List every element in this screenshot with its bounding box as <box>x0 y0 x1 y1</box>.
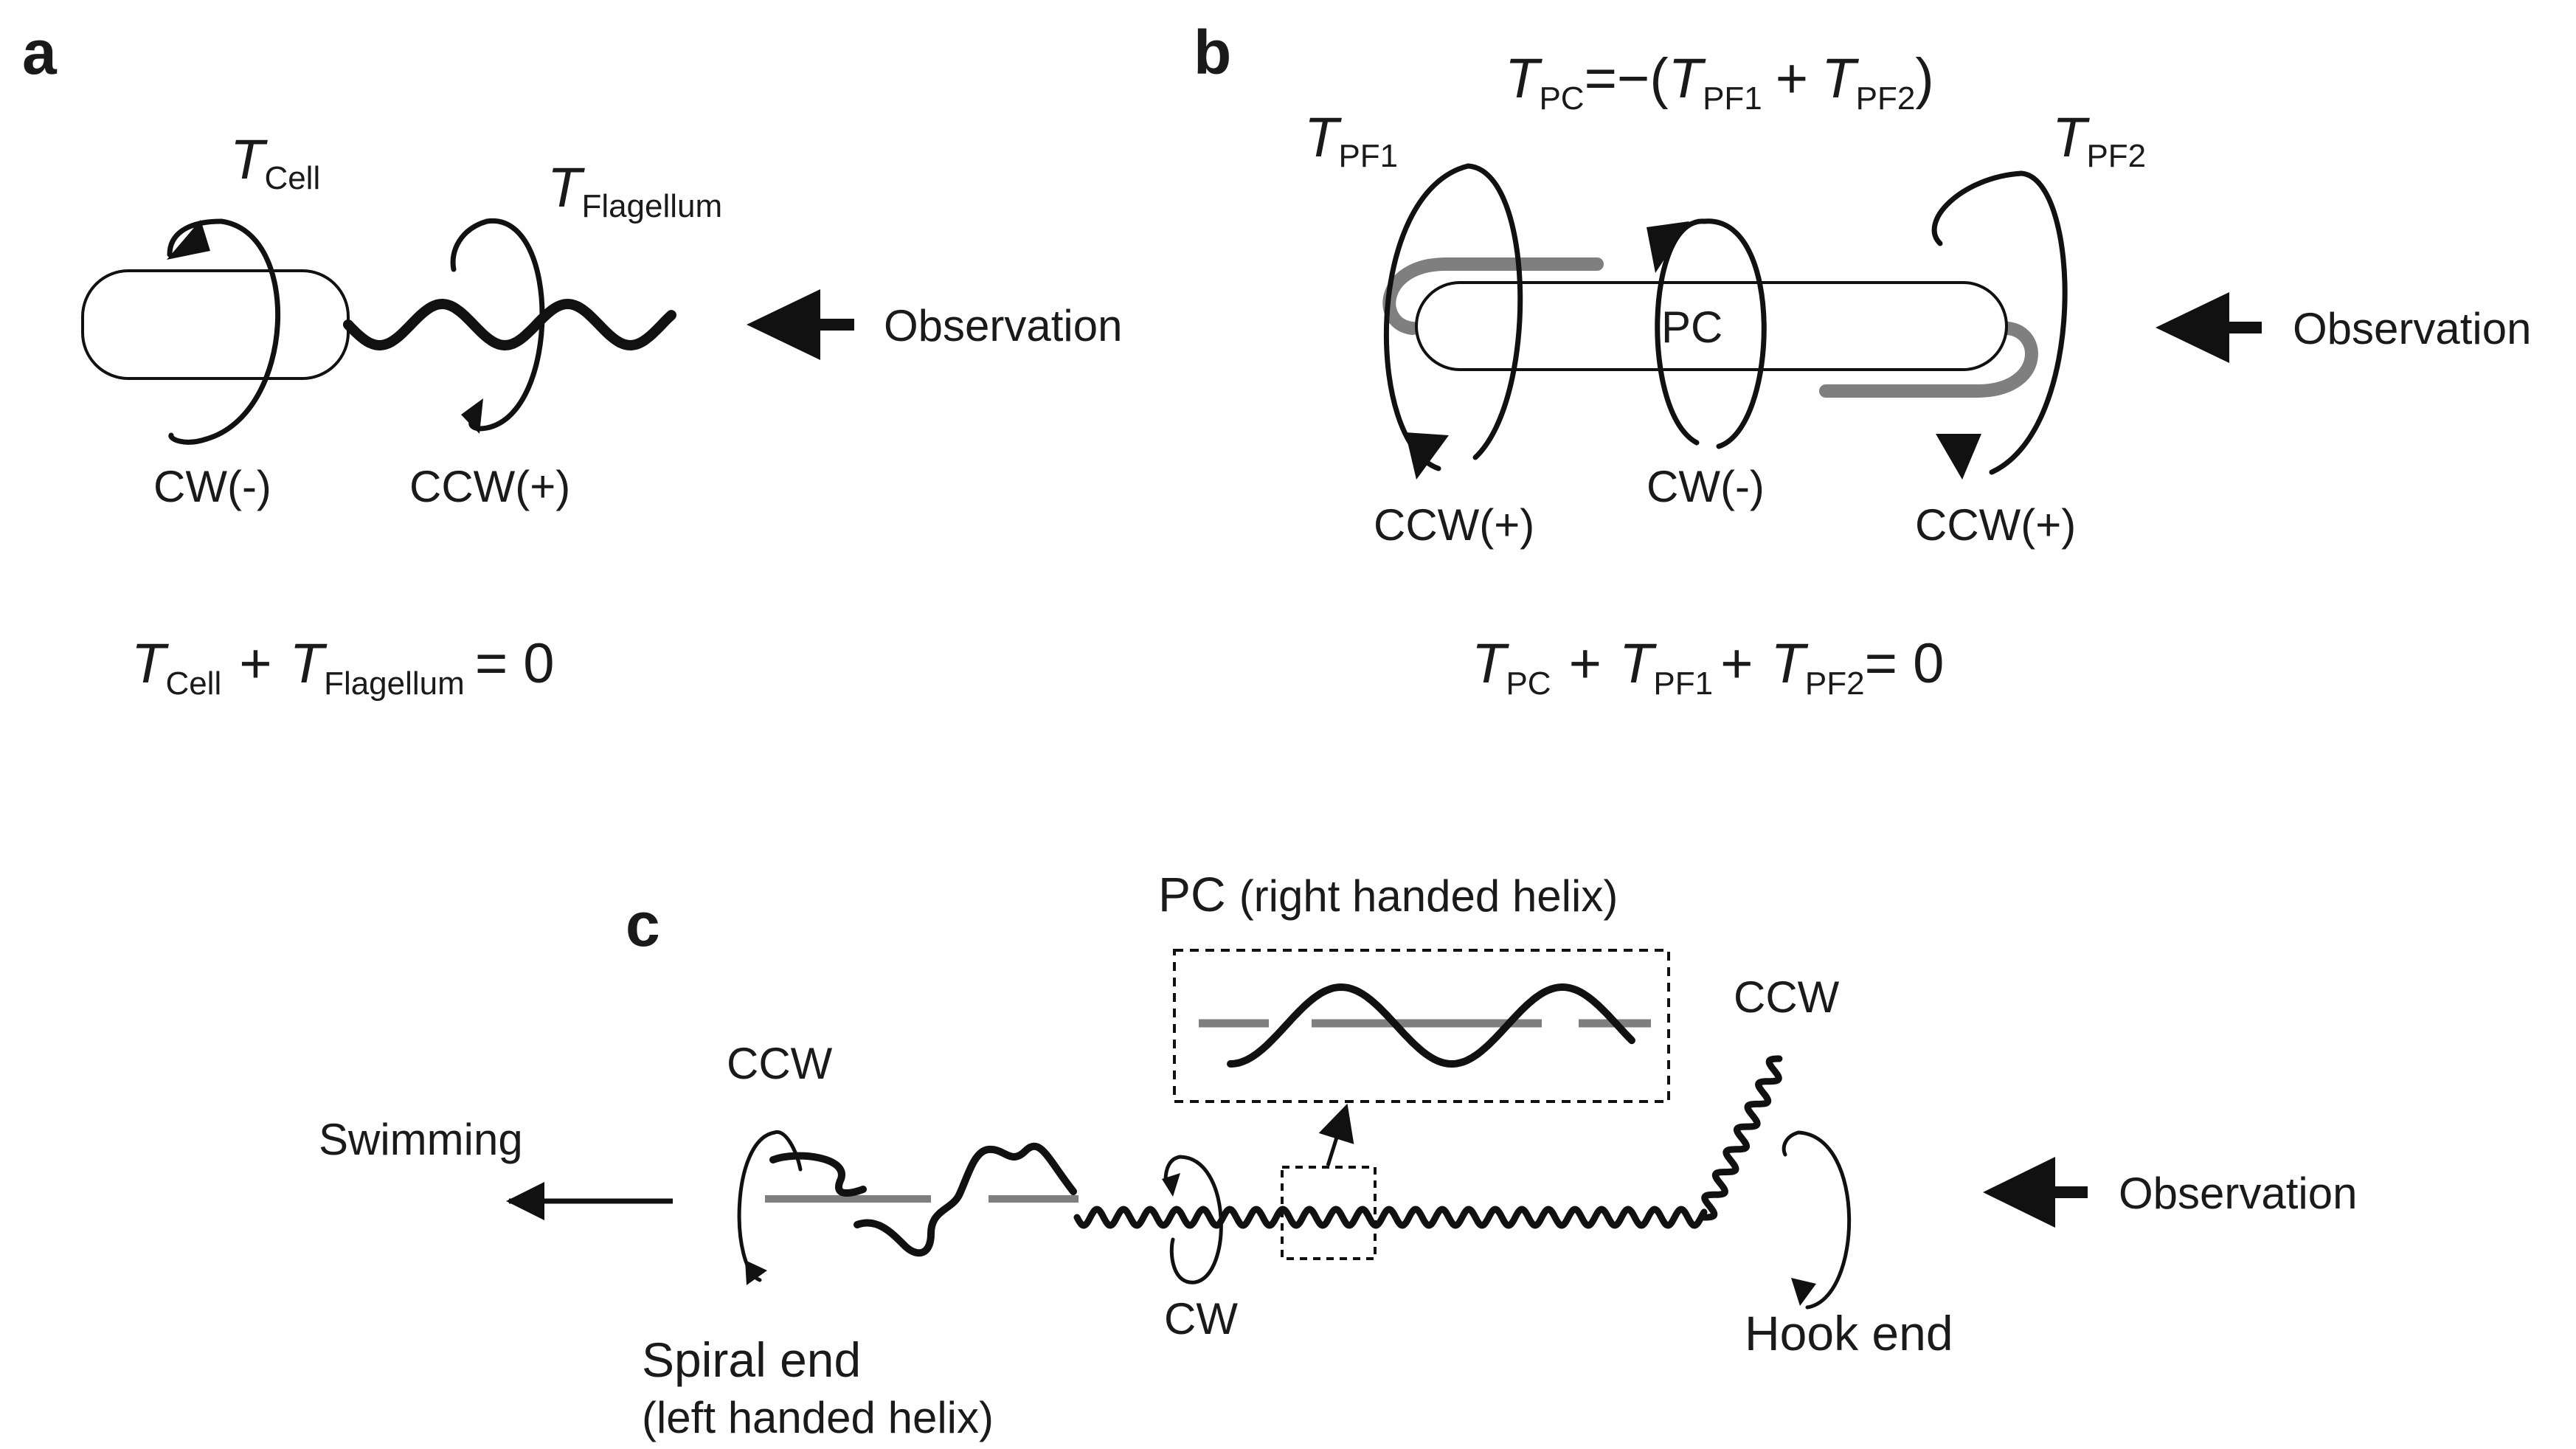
panel-c-letter: c <box>626 890 660 959</box>
tpf1-label: TPF1 <box>1304 106 1398 174</box>
panel-a-letter: a <box>22 18 58 87</box>
cw-label-c: CW <box>1164 1294 1238 1343</box>
cw-label: CW(-) <box>153 462 271 511</box>
observation-arrow-tail <box>819 319 854 331</box>
swimming-label: Swimming <box>319 1115 523 1164</box>
spiral-rotation-arc <box>737 1130 777 1282</box>
pc-inset-box <box>1173 949 1670 1103</box>
hook-rotation-arc-top <box>1782 1130 1801 1157</box>
cell-rotation-arc-back <box>167 218 224 257</box>
pf1-rotation-arc-front <box>1465 163 1523 460</box>
torque-flagellum-label: TFlagellum <box>547 156 722 224</box>
swimming-arrow-icon <box>506 1182 544 1220</box>
spiral-end-coil-2 <box>854 1142 1077 1257</box>
cell-body <box>81 269 350 380</box>
hook-end-label: Hook end <box>1745 1306 1953 1360</box>
pf2-rotation-arc-front <box>1989 170 2068 475</box>
equation-b: TPC+TPF1+TPF2= 0 <box>1472 632 1944 702</box>
periplasmic-flagellum-2 <box>1819 322 2038 398</box>
observation-arrow-tail <box>2228 322 2262 333</box>
cell-rotation-arc-front <box>168 218 281 445</box>
panel-c: c PC(right handed helix) <box>319 867 2358 1442</box>
flagellum-wave <box>343 299 676 350</box>
cw-rotation-arc-top <box>1163 1155 1183 1183</box>
observation-arrow-icon <box>747 289 820 360</box>
hook-rotation-arrowhead <box>1791 1278 1816 1306</box>
observation-label: Observation <box>884 301 1123 350</box>
observation-label-b: Observation <box>2293 304 2532 353</box>
cw-rotation-arc <box>1169 1155 1223 1284</box>
cw-mid-label: CW(-) <box>1647 462 1765 511</box>
panel-b-letter: b <box>1194 18 1231 87</box>
observation-arrow-icon <box>1983 1157 2055 1228</box>
cw-rotation-arrowhead <box>1162 1173 1180 1197</box>
spiral-end-label: Spiral end <box>642 1332 861 1387</box>
equation-a: TCell+TFlagellum= 0 <box>131 632 555 702</box>
panel-a: a TCell TFlagellum CW(-) CCW(+) Observat… <box>22 18 1123 702</box>
spiral-end-sublabel: (left handed helix) <box>642 1393 994 1442</box>
observation-label-c: Observation <box>2119 1169 2358 1218</box>
spiral-rotation-arrowhead <box>745 1260 767 1285</box>
hook-end-wave <box>1700 1055 1783 1221</box>
pf2-rotation-arrowhead <box>1936 434 1981 480</box>
flagellum-rotation-arc-back <box>450 218 490 272</box>
spiral-rotation-arc-top <box>772 1130 803 1172</box>
ccw-right-label: CCW(+) <box>1915 500 2076 550</box>
pc-rotation-arrowhead <box>1647 221 1689 273</box>
observation-arrow-tail <box>2054 1186 2088 1198</box>
flagellum-rotation-arrowhead <box>461 398 483 434</box>
cell-rotation-arrowhead <box>167 220 210 260</box>
ccw-left-label: CCW(+) <box>1374 500 1534 550</box>
inset-helix-wave <box>1227 983 1635 1068</box>
spiral-end-coil <box>769 1152 867 1197</box>
pc-rotation-arc-front <box>1701 218 1767 449</box>
protoplasmic-cylinder <box>1415 281 2008 371</box>
ccw-right-label-c: CCW <box>1734 972 1840 1022</box>
torque-cell-label: TCell <box>230 128 320 196</box>
observation-arrow-icon <box>2156 292 2229 363</box>
pf2-rotation-arc-back <box>1931 170 2024 246</box>
ccw-label: CCW(+) <box>409 462 570 511</box>
ccw-left-label-c: CCW <box>727 1039 833 1088</box>
equation-b-top: TPC=−(TPF1+TPF2) <box>1505 47 1934 117</box>
cell-body-wave <box>1073 1206 1708 1229</box>
hook-rotation-arc <box>1796 1130 1852 1310</box>
panel-b: b TPC=−(TPF1+TPF2) PC TPF1 TPF2 CCW(+) C… <box>1194 18 2532 702</box>
pf1-rotation-arrowhead <box>1405 432 1449 480</box>
pc-helix-title: PC(right handed helix) <box>1158 867 1618 921</box>
pc-label: PC <box>1661 302 1722 352</box>
zoom-arrow <box>1318 1103 1354 1166</box>
tpf2-label: TPF2 <box>2052 106 2146 174</box>
